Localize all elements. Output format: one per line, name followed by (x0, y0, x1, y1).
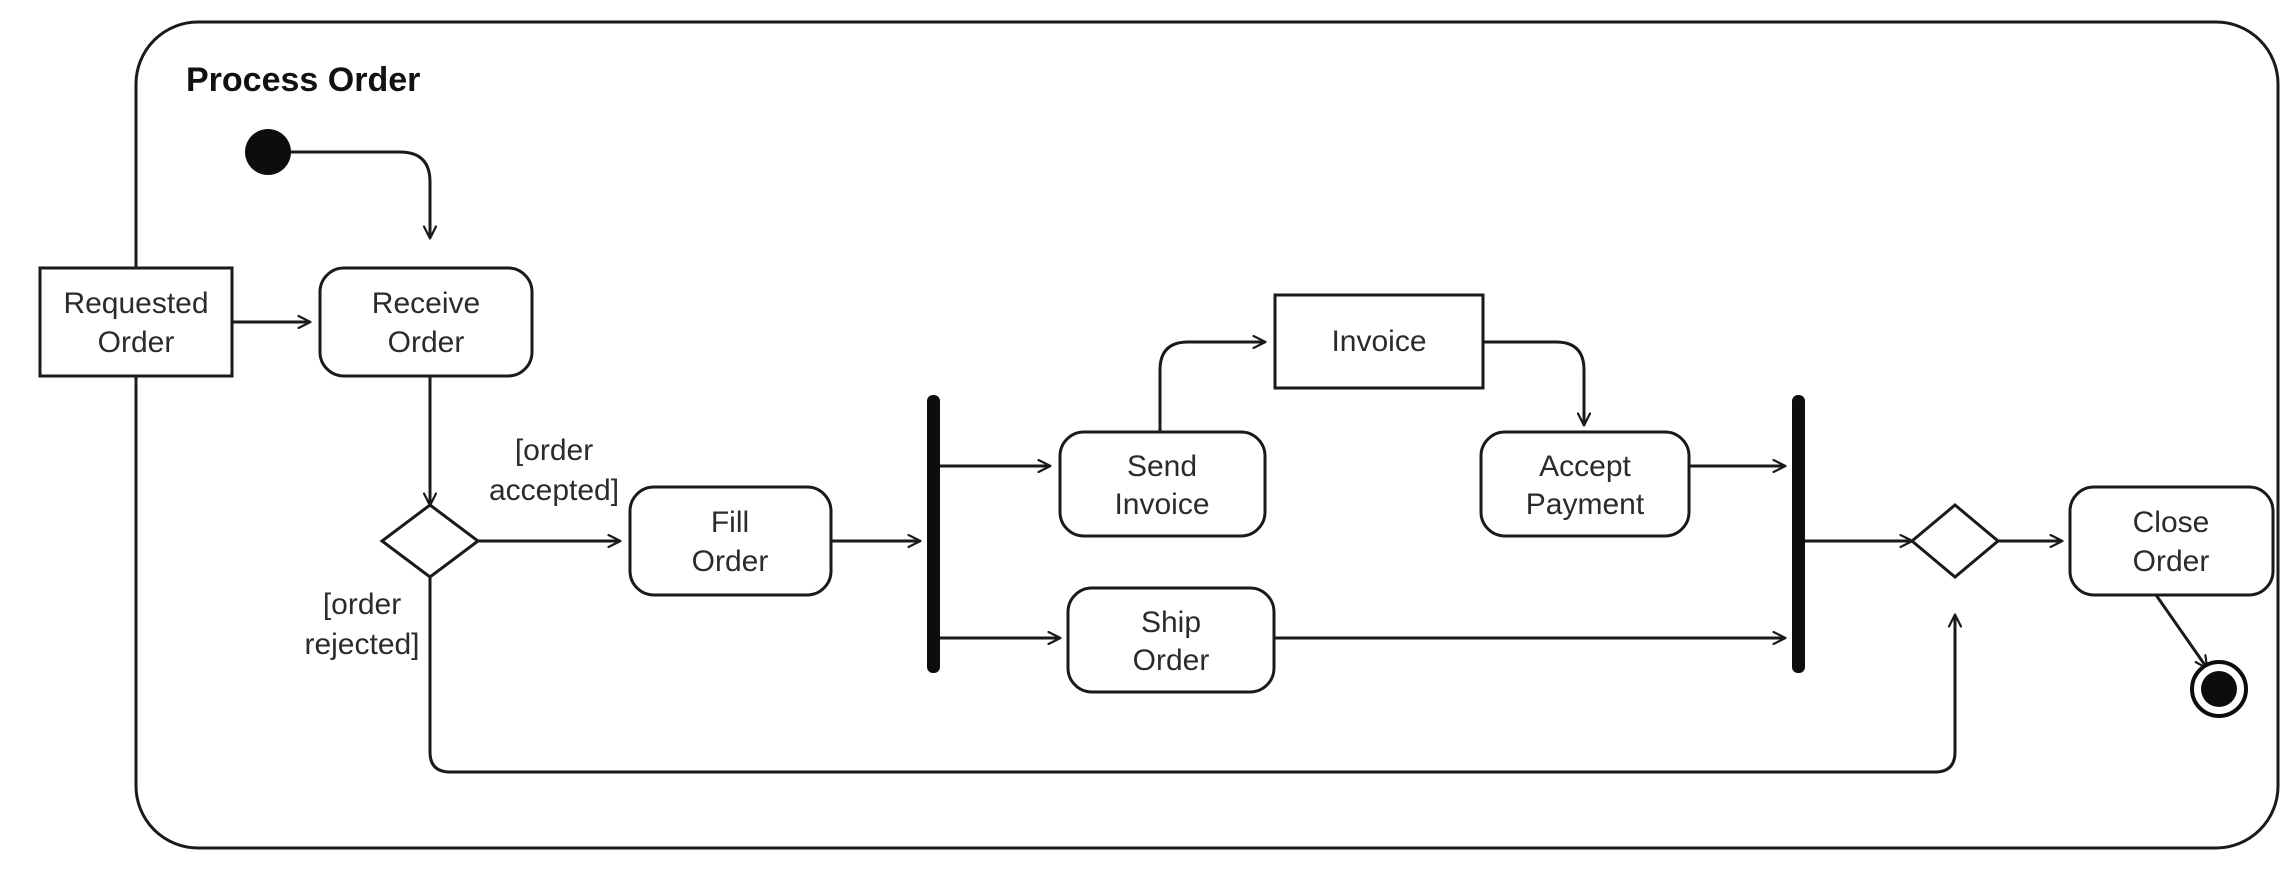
node-receive-order[interactable]: Receive Order (318, 266, 534, 378)
node-invoice[interactable]: Invoice (1273, 293, 1485, 390)
guard-rejected-line2: rejected] (304, 628, 419, 661)
fork-node[interactable] (927, 395, 940, 673)
edge-invoice-to-accept-payment (1483, 340, 1584, 425)
receive-order-label-line2: Order (388, 326, 465, 359)
guard-order-accepted: [order accepted] (489, 434, 619, 507)
node-close-order[interactable]: Close Order (2068, 485, 2275, 597)
fill-order-box[interactable] (628, 485, 833, 597)
accept-payment-label-line2: Payment (1526, 488, 1645, 521)
final-node[interactable] (2190, 660, 2248, 718)
receive-order-label-line1: Receive (372, 287, 480, 320)
fill-order-label-line2: Order (692, 545, 769, 578)
decision-node[interactable] (379, 503, 481, 579)
edge-decision-to-merge-rejected (428, 577, 1955, 774)
accept-payment-box[interactable] (1479, 430, 1691, 538)
guard-order-rejected: [order rejected] (304, 588, 419, 661)
ship-order-box[interactable] (1066, 586, 1276, 694)
initial-node[interactable] (245, 129, 291, 175)
merge-node[interactable] (1909, 503, 2001, 579)
requested-order-label-line2: Order (98, 326, 175, 359)
guard-rejected-line1: [order (323, 588, 401, 621)
node-send-invoice[interactable]: Send Invoice (1058, 430, 1267, 538)
close-order-label-line2: Order (2133, 545, 2210, 578)
requested-order-label-line1: Requested (63, 287, 208, 320)
edge-send-invoice-to-invoice (1158, 342, 1265, 432)
send-invoice-box[interactable] (1058, 430, 1267, 538)
receive-order-box[interactable] (318, 266, 534, 378)
invoice-label: Invoice (1331, 325, 1426, 358)
invoice-box[interactable] (1273, 293, 1485, 390)
final-node-core (2201, 671, 2237, 707)
close-order-box[interactable] (2068, 485, 2275, 597)
requested-order-box[interactable] (38, 266, 234, 378)
guard-accepted-line1: [order (515, 434, 593, 467)
edge-initial-to-receive-order (290, 150, 430, 238)
page-title: Process Order (186, 61, 420, 99)
fill-order-label-line1: Fill (711, 506, 749, 539)
close-order-label-line1: Close (2133, 506, 2210, 539)
node-ship-order[interactable]: Ship Order (1066, 586, 1276, 694)
send-invoice-label-line2: Invoice (1114, 488, 1209, 521)
guard-accepted-line2: accepted] (489, 474, 619, 507)
join-node[interactable] (1792, 395, 1805, 673)
send-invoice-label-line1: Send (1127, 450, 1197, 483)
ship-order-label-line2: Order (1133, 644, 1210, 677)
node-fill-order[interactable]: Fill Order (628, 485, 833, 597)
ship-order-label-line1: Ship (1141, 606, 1201, 639)
node-accept-payment[interactable]: Accept Payment (1479, 430, 1691, 538)
node-requested-order[interactable]: Requested Order (38, 266, 234, 378)
edge-close-order-to-final (2154, 594, 2207, 668)
accept-payment-label-line1: Accept (1539, 450, 1631, 483)
